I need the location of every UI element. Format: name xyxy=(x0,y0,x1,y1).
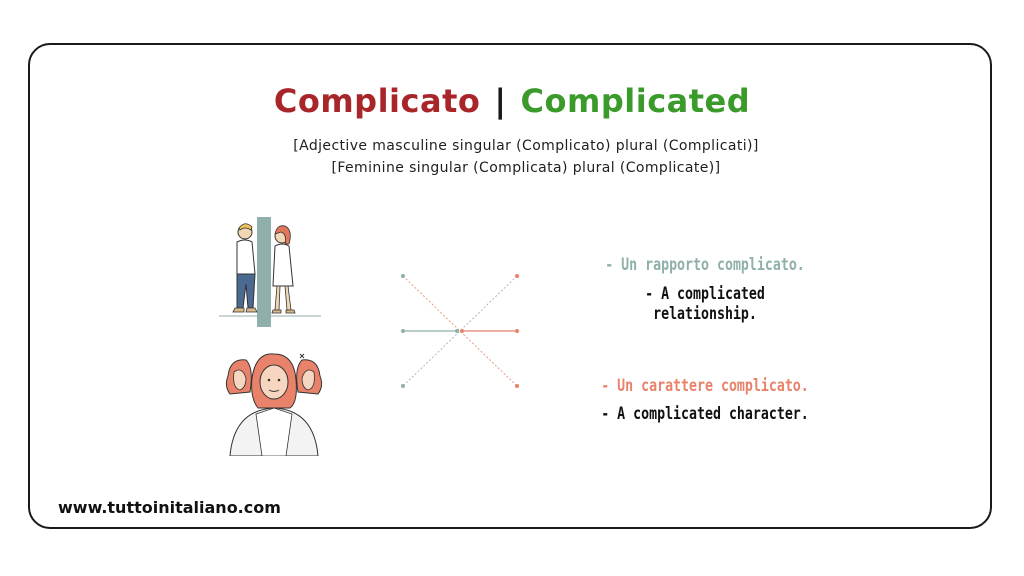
title-english: Complicated xyxy=(520,82,751,120)
title-italian: Complicato xyxy=(273,82,481,120)
content-card xyxy=(28,43,992,529)
grammar-line-2: [Feminine singular (Complicata) plural (… xyxy=(331,160,721,176)
page-title: Complicato | Complicated xyxy=(0,82,1024,120)
grammar-line-1: [Adjective masculine singular (Complicat… xyxy=(293,138,759,154)
website-link[interactable]: www.tuttoinitaliano.com xyxy=(58,498,281,517)
couple-back-to-back-illustration xyxy=(219,217,321,327)
example-1-english: - A complicated relationship. xyxy=(645,284,765,324)
example-2-italian: - Un carattere complicato. xyxy=(601,376,809,396)
title-separator: | xyxy=(494,82,507,120)
example-1-italian: - Un rapporto complicato. xyxy=(605,255,805,275)
example-2-english: - A complicated character. xyxy=(601,404,809,424)
three-faced-woman-illustration xyxy=(225,353,323,456)
connector-lines xyxy=(401,274,519,388)
